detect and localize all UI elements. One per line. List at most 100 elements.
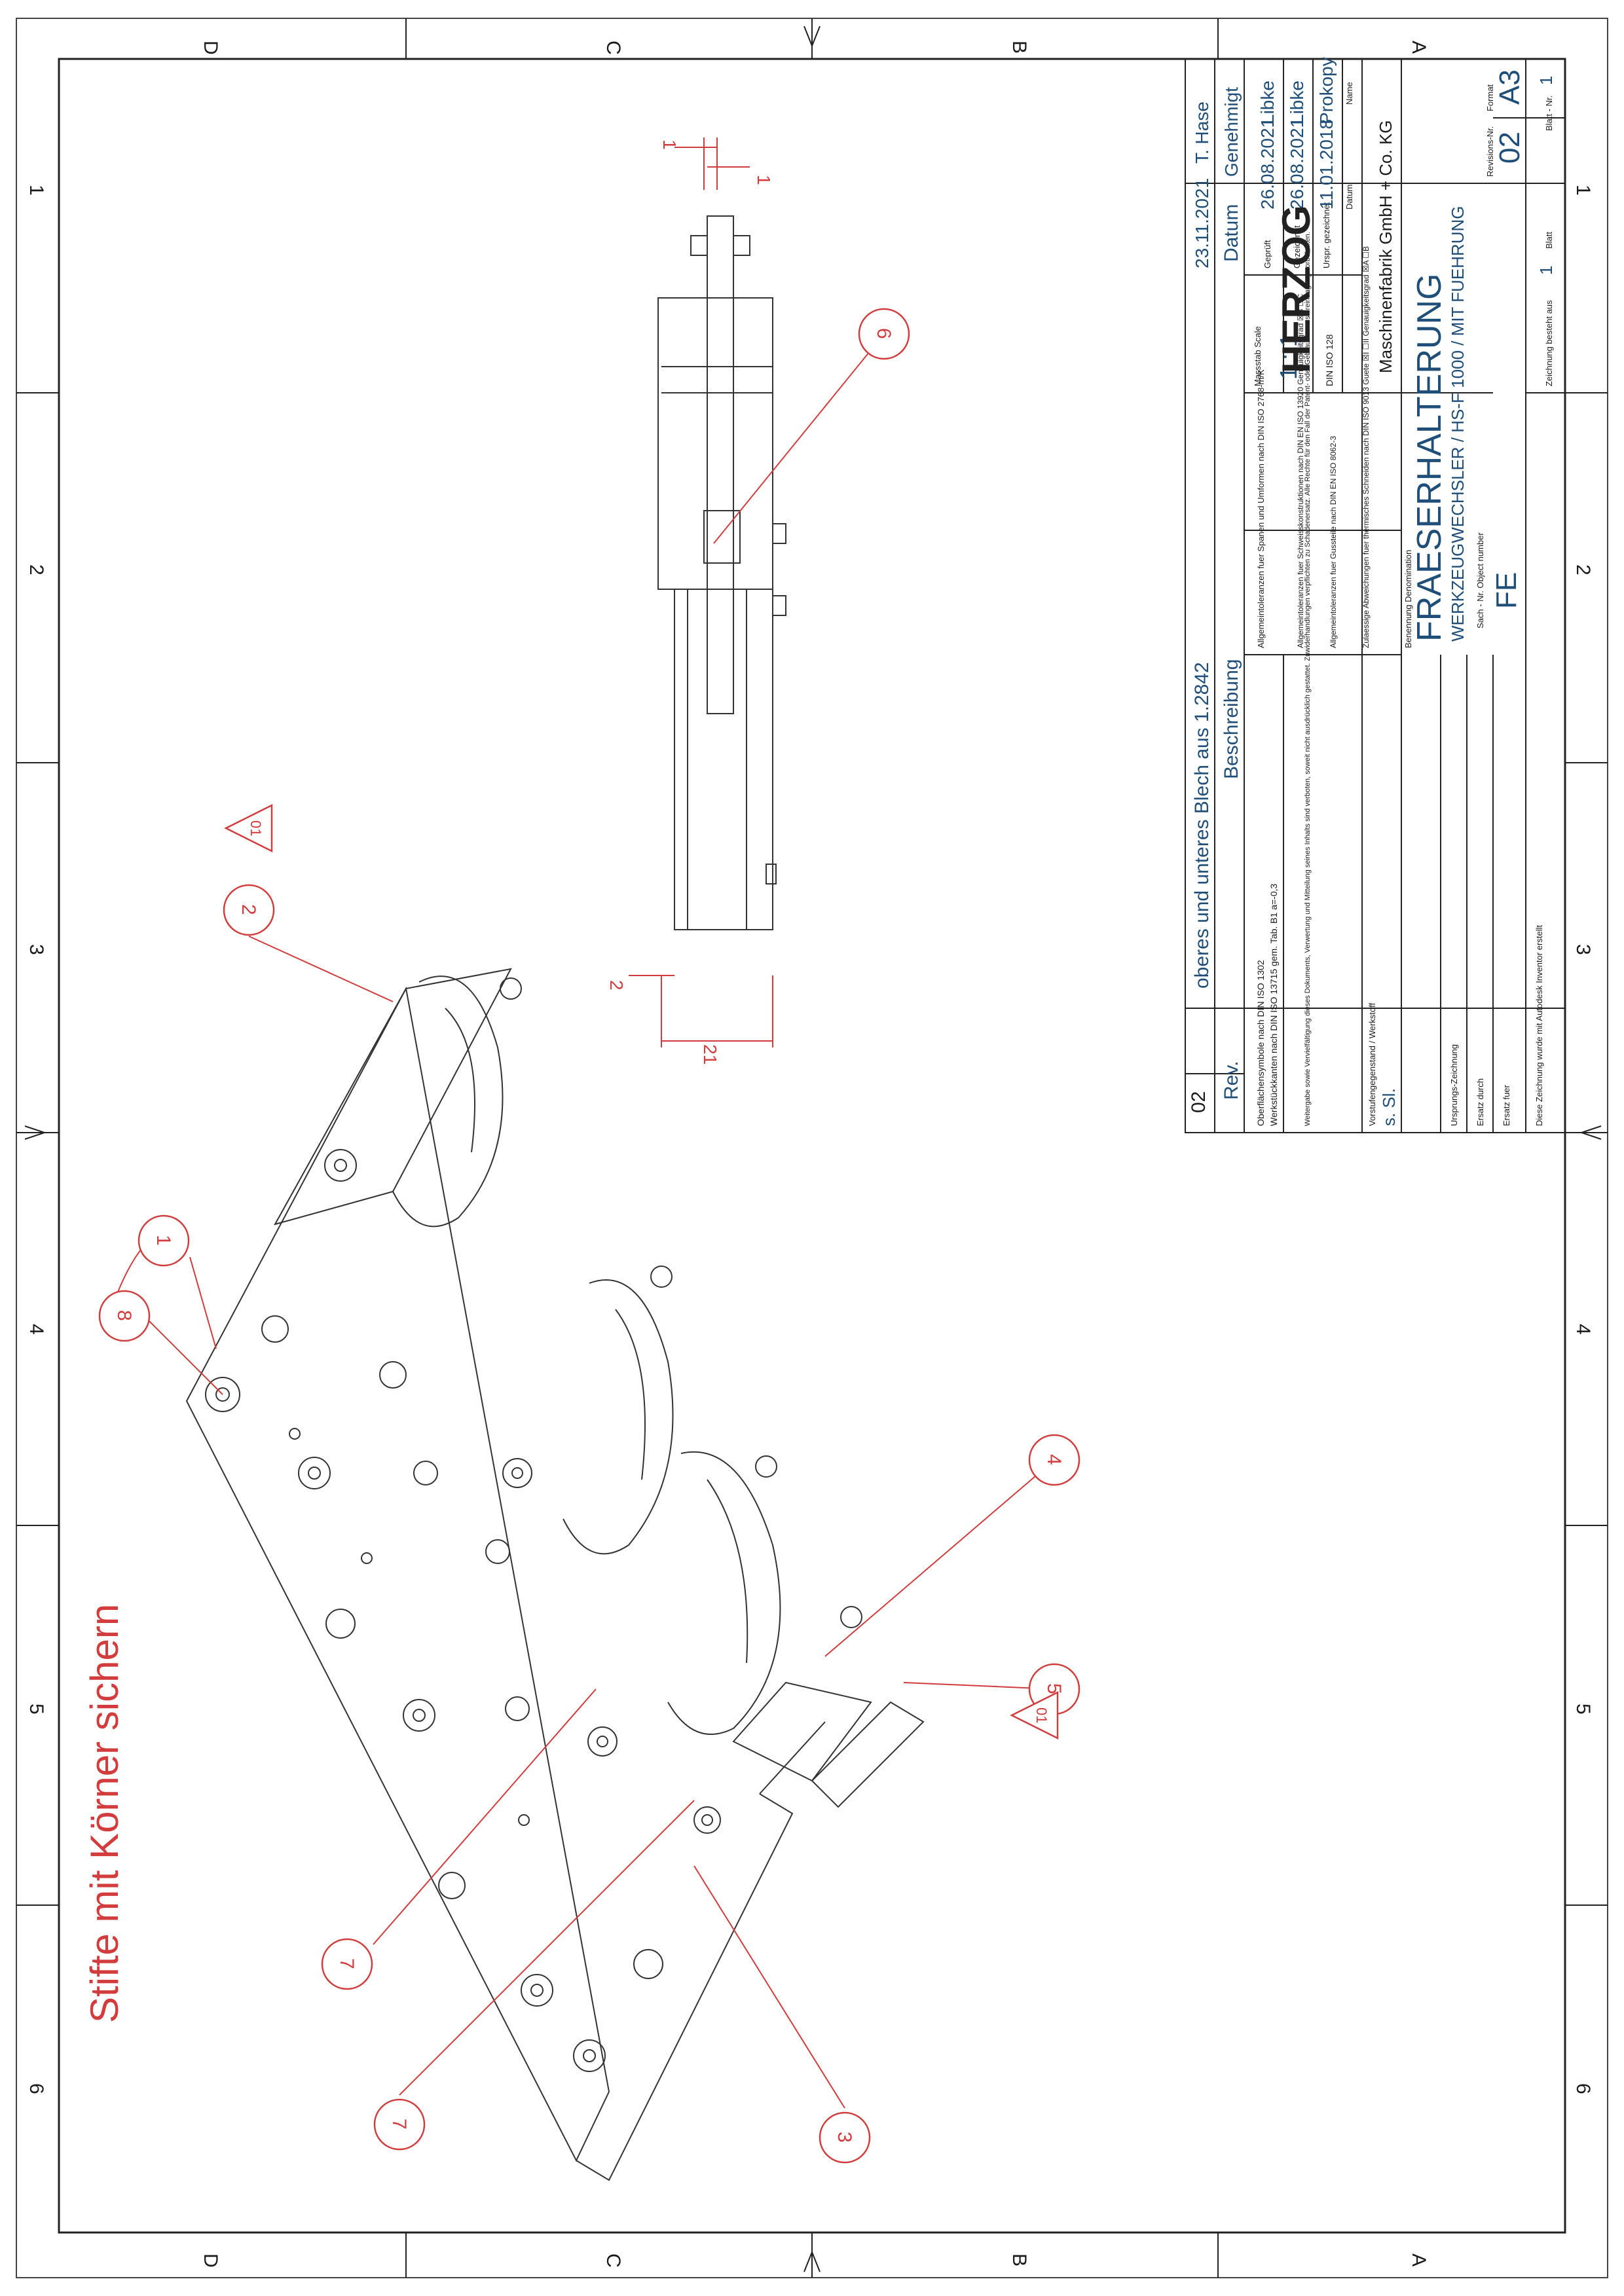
dimension-lines bbox=[629, 137, 773, 1048]
balloon-label-5: 5 bbox=[1043, 1683, 1065, 1694]
screw-16 bbox=[573, 2039, 606, 2072]
screw-7 bbox=[502, 1458, 532, 1488]
jaw-1-inner bbox=[445, 1008, 475, 1153]
screw-5 bbox=[298, 1457, 331, 1489]
zone-letter-bottom-a: A bbox=[1408, 2253, 1430, 2267]
note-tol-casting: Allgemeintoleranzen fuer Gussteile nach … bbox=[1329, 436, 1338, 648]
zone-letter-bottom-c: C bbox=[602, 2253, 624, 2268]
note-tol-welding: Allgemeintoleranzen fuer Schweisskonstru… bbox=[1296, 294, 1305, 648]
screw-4 bbox=[379, 1361, 407, 1389]
object-number-value: FE bbox=[1490, 572, 1522, 609]
side-body-1 bbox=[674, 589, 773, 930]
dimension-label-21: 21 bbox=[700, 1044, 720, 1065]
dimension-label-1b: 1 bbox=[754, 175, 774, 185]
revision-triangle-1 bbox=[224, 803, 273, 853]
title-block bbox=[1185, 58, 1566, 1133]
approval-date-3: 11.01.2018 bbox=[1316, 119, 1337, 210]
zone-letter-top-b: B bbox=[1008, 41, 1030, 54]
balloon-label-1: 1 bbox=[153, 1235, 174, 1246]
sheet-number-value: 1 bbox=[1536, 76, 1556, 85]
rev-name: T. Hase bbox=[1192, 101, 1212, 164]
sheet-number-label: Blatt - Nr. bbox=[1544, 96, 1554, 131]
zone-letter-bottom-d: D bbox=[200, 2253, 221, 2268]
balloon-label-7a: 7 bbox=[336, 1958, 358, 1969]
material-label: Vorstufengegenstand / Werkstoff bbox=[1367, 1002, 1377, 1126]
drawing-title: FRAESERHALTERUNG bbox=[1411, 274, 1449, 642]
balloon-label-4: 4 bbox=[1043, 1454, 1065, 1465]
balloons bbox=[98, 308, 1080, 2164]
base-plate-thickness bbox=[576, 1793, 794, 2181]
zone-number-left-2: 2 bbox=[26, 564, 47, 575]
centre-mark-right bbox=[1579, 1125, 1602, 1140]
sheet-count-value: 1 bbox=[1536, 266, 1556, 275]
screw-9 bbox=[403, 1699, 435, 1732]
denomination-label: Benennung Denomination bbox=[1403, 550, 1413, 648]
drawing-subtitle: WERKZEUGWECHSLER / HS-F 1000 / MIT FUEHR… bbox=[1448, 206, 1467, 642]
approval-role-3: Urspr. gezeichnet bbox=[1321, 202, 1331, 268]
scale-standard: DIN ISO 128 bbox=[1324, 334, 1335, 386]
approval-name-3: Prokopy bbox=[1316, 57, 1337, 124]
zone-number-right-4: 4 bbox=[1572, 1324, 1594, 1335]
note-copyright: Weitergabe sowie Vervielfältigung dieses… bbox=[1304, 232, 1312, 1126]
jaw-2-inner bbox=[615, 1309, 646, 1480]
balloon-label-2: 2 bbox=[238, 904, 259, 915]
header-date-label: Datum bbox=[1221, 204, 1242, 262]
side-body-2 bbox=[657, 297, 773, 590]
approval-name-1: Libke bbox=[1257, 81, 1278, 124]
revision-number-value: 02 bbox=[1494, 132, 1526, 164]
note-surface: Oberflächensymbole nach DIN ISO 1302 bbox=[1255, 960, 1266, 1126]
zone-number-left-3: 3 bbox=[26, 944, 47, 955]
side-pin-2 bbox=[772, 595, 786, 616]
object-number-label: Sach - Nr. Object number bbox=[1475, 532, 1485, 629]
balloon-7b bbox=[373, 2098, 426, 2151]
balloon-3 bbox=[819, 2111, 871, 2164]
rev-value: 02 bbox=[1188, 1091, 1209, 1113]
format-value: A3 bbox=[1494, 69, 1526, 105]
scale-label: Massstab Scale bbox=[1253, 326, 1263, 386]
material-value: s. Sl. bbox=[1379, 1088, 1399, 1126]
rev-date: 23.11.2021 bbox=[1192, 178, 1212, 268]
rev-description: oberes und unteres Blech aus 1.2842 bbox=[1191, 662, 1213, 989]
upper-plate-outline bbox=[273, 968, 512, 1226]
side-view bbox=[657, 215, 786, 930]
screw-2 bbox=[261, 1315, 289, 1343]
origin-label: Ursprungs-Zeichnung bbox=[1449, 1044, 1459, 1126]
zone-letter-top-d: D bbox=[200, 41, 221, 55]
centre-mark-top bbox=[803, 26, 821, 48]
note-tol-cutting: Zulaessige Abweichungen fuer thermisches… bbox=[1361, 246, 1371, 648]
revision-number-label: Revisions-Nr. bbox=[1485, 126, 1495, 177]
screw-14 bbox=[521, 1974, 553, 2007]
dimension-label-1a: 1 bbox=[659, 139, 680, 150]
revision-triangle-1-label: 01 bbox=[248, 820, 264, 836]
note-tol-machining: Allgemeintoleranzen fuer Spanen und Umfo… bbox=[1256, 369, 1266, 648]
company-name: Maschinenfabrik GmbH + Co. KG bbox=[1376, 120, 1395, 373]
note-edges: Werkstückkanten nach DIN ISO 13715 gem. … bbox=[1268, 883, 1279, 1126]
balloon-7a bbox=[321, 1938, 373, 1990]
side-shaft bbox=[707, 215, 734, 714]
balloon-1 bbox=[138, 1214, 190, 1267]
sheet-count-label: Zeichnung besteht aus bbox=[1544, 300, 1554, 386]
scale-value: 1 : 1 bbox=[1275, 334, 1302, 380]
balloon-8 bbox=[98, 1290, 151, 1342]
approval-name-label: Name bbox=[1344, 82, 1354, 105]
zone-number-left-1: 1 bbox=[26, 185, 47, 196]
approval-name-2: Libke bbox=[1287, 81, 1307, 124]
screw-6 bbox=[413, 1461, 438, 1485]
zone-number-left-6: 6 bbox=[26, 2083, 47, 2094]
jaw-2 bbox=[563, 1279, 674, 1555]
centre-mark-bottom bbox=[803, 2250, 821, 2272]
guide-rail-3 bbox=[759, 1721, 826, 1795]
balloon-6 bbox=[858, 308, 910, 360]
pin-d bbox=[840, 1606, 862, 1628]
company-logo: HERZOG bbox=[1274, 205, 1318, 373]
screw-20 bbox=[518, 1814, 530, 1826]
zone-ticks bbox=[16, 18, 1608, 2278]
guide-rail-2 bbox=[811, 1701, 925, 1808]
jaw-1 bbox=[392, 975, 504, 1228]
side-block bbox=[703, 510, 741, 564]
screw-10 bbox=[505, 1696, 530, 1721]
balloon-label-7b: 7 bbox=[388, 2119, 410, 2130]
screw-18 bbox=[361, 1552, 373, 1564]
zone-letter-top-a: A bbox=[1408, 41, 1430, 54]
